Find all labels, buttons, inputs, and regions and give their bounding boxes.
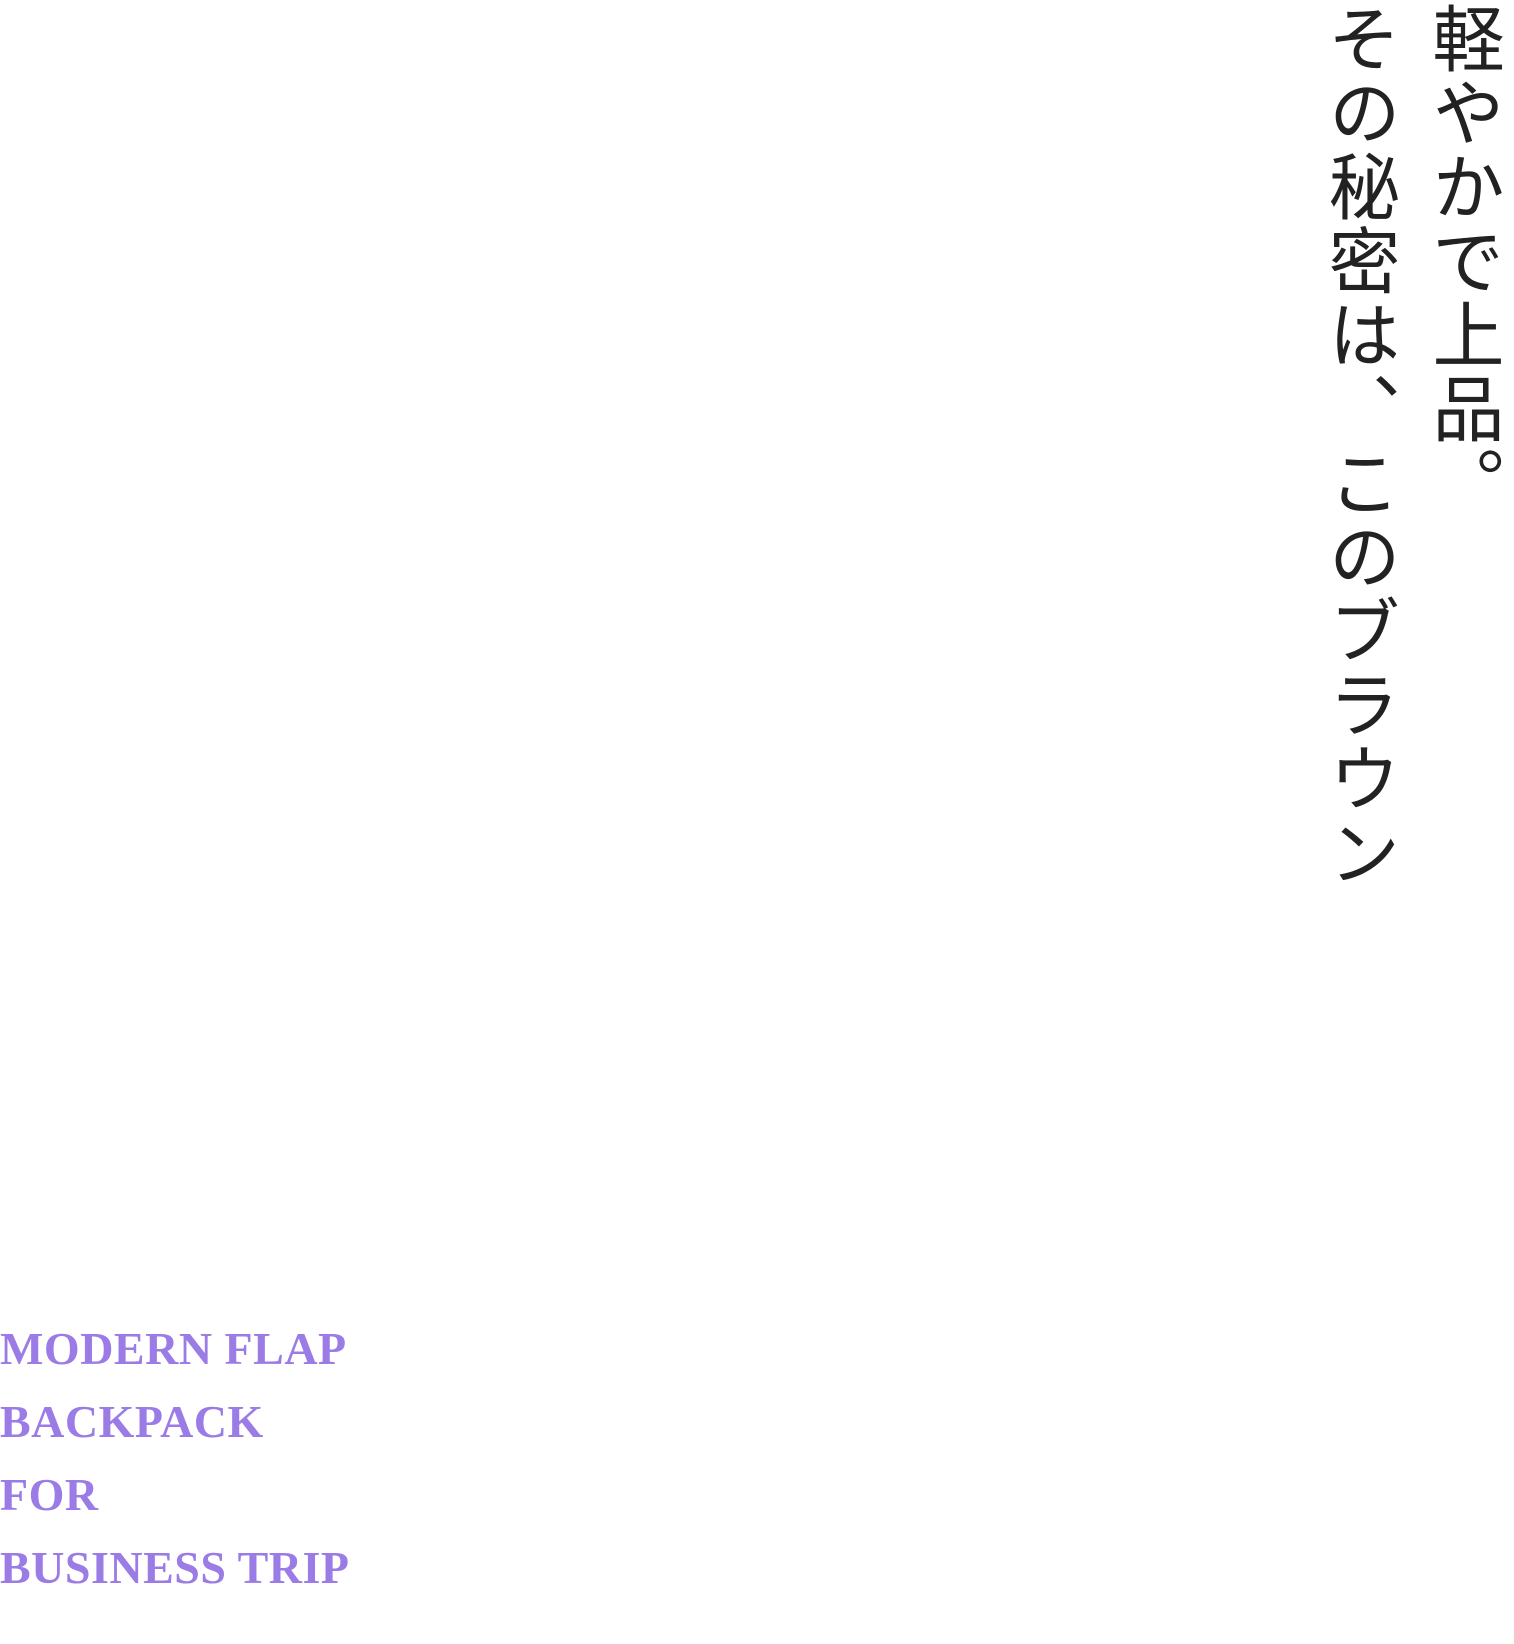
tagline-line-1: MODERN FLAP xyxy=(0,1323,347,1374)
headline-line-2: その秘密は、このブラウン xyxy=(1316,2,1400,890)
vertical-headline: 軽やかで上品。 その秘密は、このブラウン xyxy=(1306,2,1514,1002)
headline-line-1: 軽やかで上品。 xyxy=(1420,2,1504,520)
tagline-line-3: FOR xyxy=(0,1469,99,1520)
tagline-line-4: BUSINESS TRIP xyxy=(0,1542,350,1593)
english-tagline: MODERN FLAP BACKPACK FOR BUSINESS TRIP xyxy=(0,1312,700,1604)
tagline-line-2: BACKPACK xyxy=(0,1396,264,1447)
